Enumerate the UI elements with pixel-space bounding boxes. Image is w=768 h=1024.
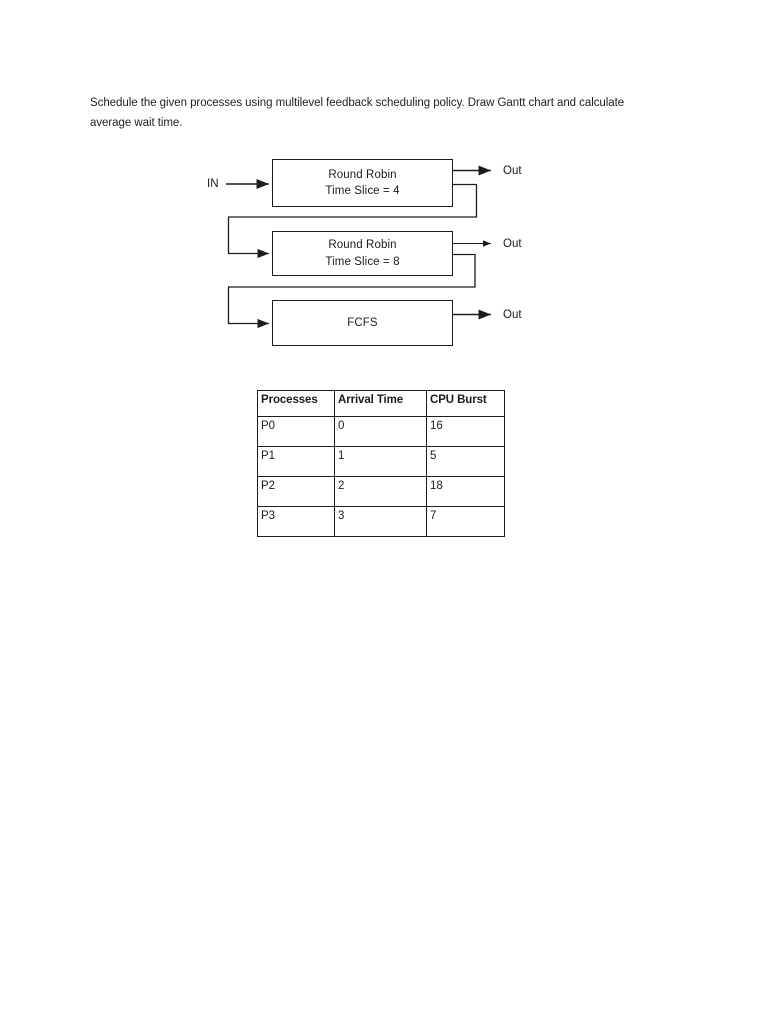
- out-label-3: Out: [503, 309, 522, 321]
- queue-box-fcfs: FCFS: [272, 300, 453, 346]
- table-row: P1 1 5: [257, 446, 505, 477]
- cell-arrival: 2: [334, 476, 427, 507]
- cell-process: P0: [257, 416, 335, 447]
- queue-box-title: Round Robin: [328, 239, 397, 251]
- out-label-2: Out: [503, 238, 522, 250]
- table-header-row: Processes Arrival Time CPU Burst: [257, 390, 505, 417]
- cell-burst: 7: [426, 506, 505, 537]
- process-table: Processes Arrival Time CPU Burst P0 0 16…: [257, 390, 505, 537]
- cell-arrival: 3: [334, 506, 427, 537]
- table-row: P2 2 18: [257, 476, 505, 507]
- table-row: P3 3 7: [257, 506, 505, 537]
- queue-box-title: FCFS: [347, 316, 378, 329]
- cell-arrival: 0: [334, 416, 427, 447]
- header-cpu-burst: CPU Burst: [426, 390, 505, 417]
- cell-arrival: 1: [334, 446, 427, 477]
- cell-process: P3: [257, 506, 335, 537]
- header-processes: Processes: [257, 390, 335, 417]
- queue-box-title: Round Robin: [328, 168, 397, 181]
- cell-process: P2: [257, 476, 335, 507]
- queue-box-round-robin-8: Round Robin Time Slice = 8: [272, 231, 453, 276]
- header-arrival-time: Arrival Time: [334, 390, 427, 417]
- cell-burst: 18: [426, 476, 505, 507]
- feedback-arrow-1: [227, 183, 478, 259]
- queue-box-subtitle: Time Slice = 4: [325, 185, 400, 197]
- table-row: P0 0 16: [257, 416, 505, 447]
- problem-statement-line-2: average wait time.: [90, 117, 183, 129]
- in-label: IN: [207, 178, 219, 190]
- problem-statement-line-1: Schedule the given processes using multi…: [90, 97, 625, 109]
- cell-burst: 16: [426, 416, 505, 447]
- queue-box-round-robin-4: Round Robin Time Slice = 4: [272, 159, 453, 207]
- problem-statement: Schedule the given processes using multi…: [90, 93, 710, 133]
- feedback-arrow-2: [227, 253, 476, 329]
- cell-process: P1: [257, 446, 335, 477]
- out-label-1: Out: [503, 165, 522, 177]
- cell-burst: 5: [426, 446, 505, 477]
- queue-box-subtitle: Time Slice = 8: [325, 255, 400, 268]
